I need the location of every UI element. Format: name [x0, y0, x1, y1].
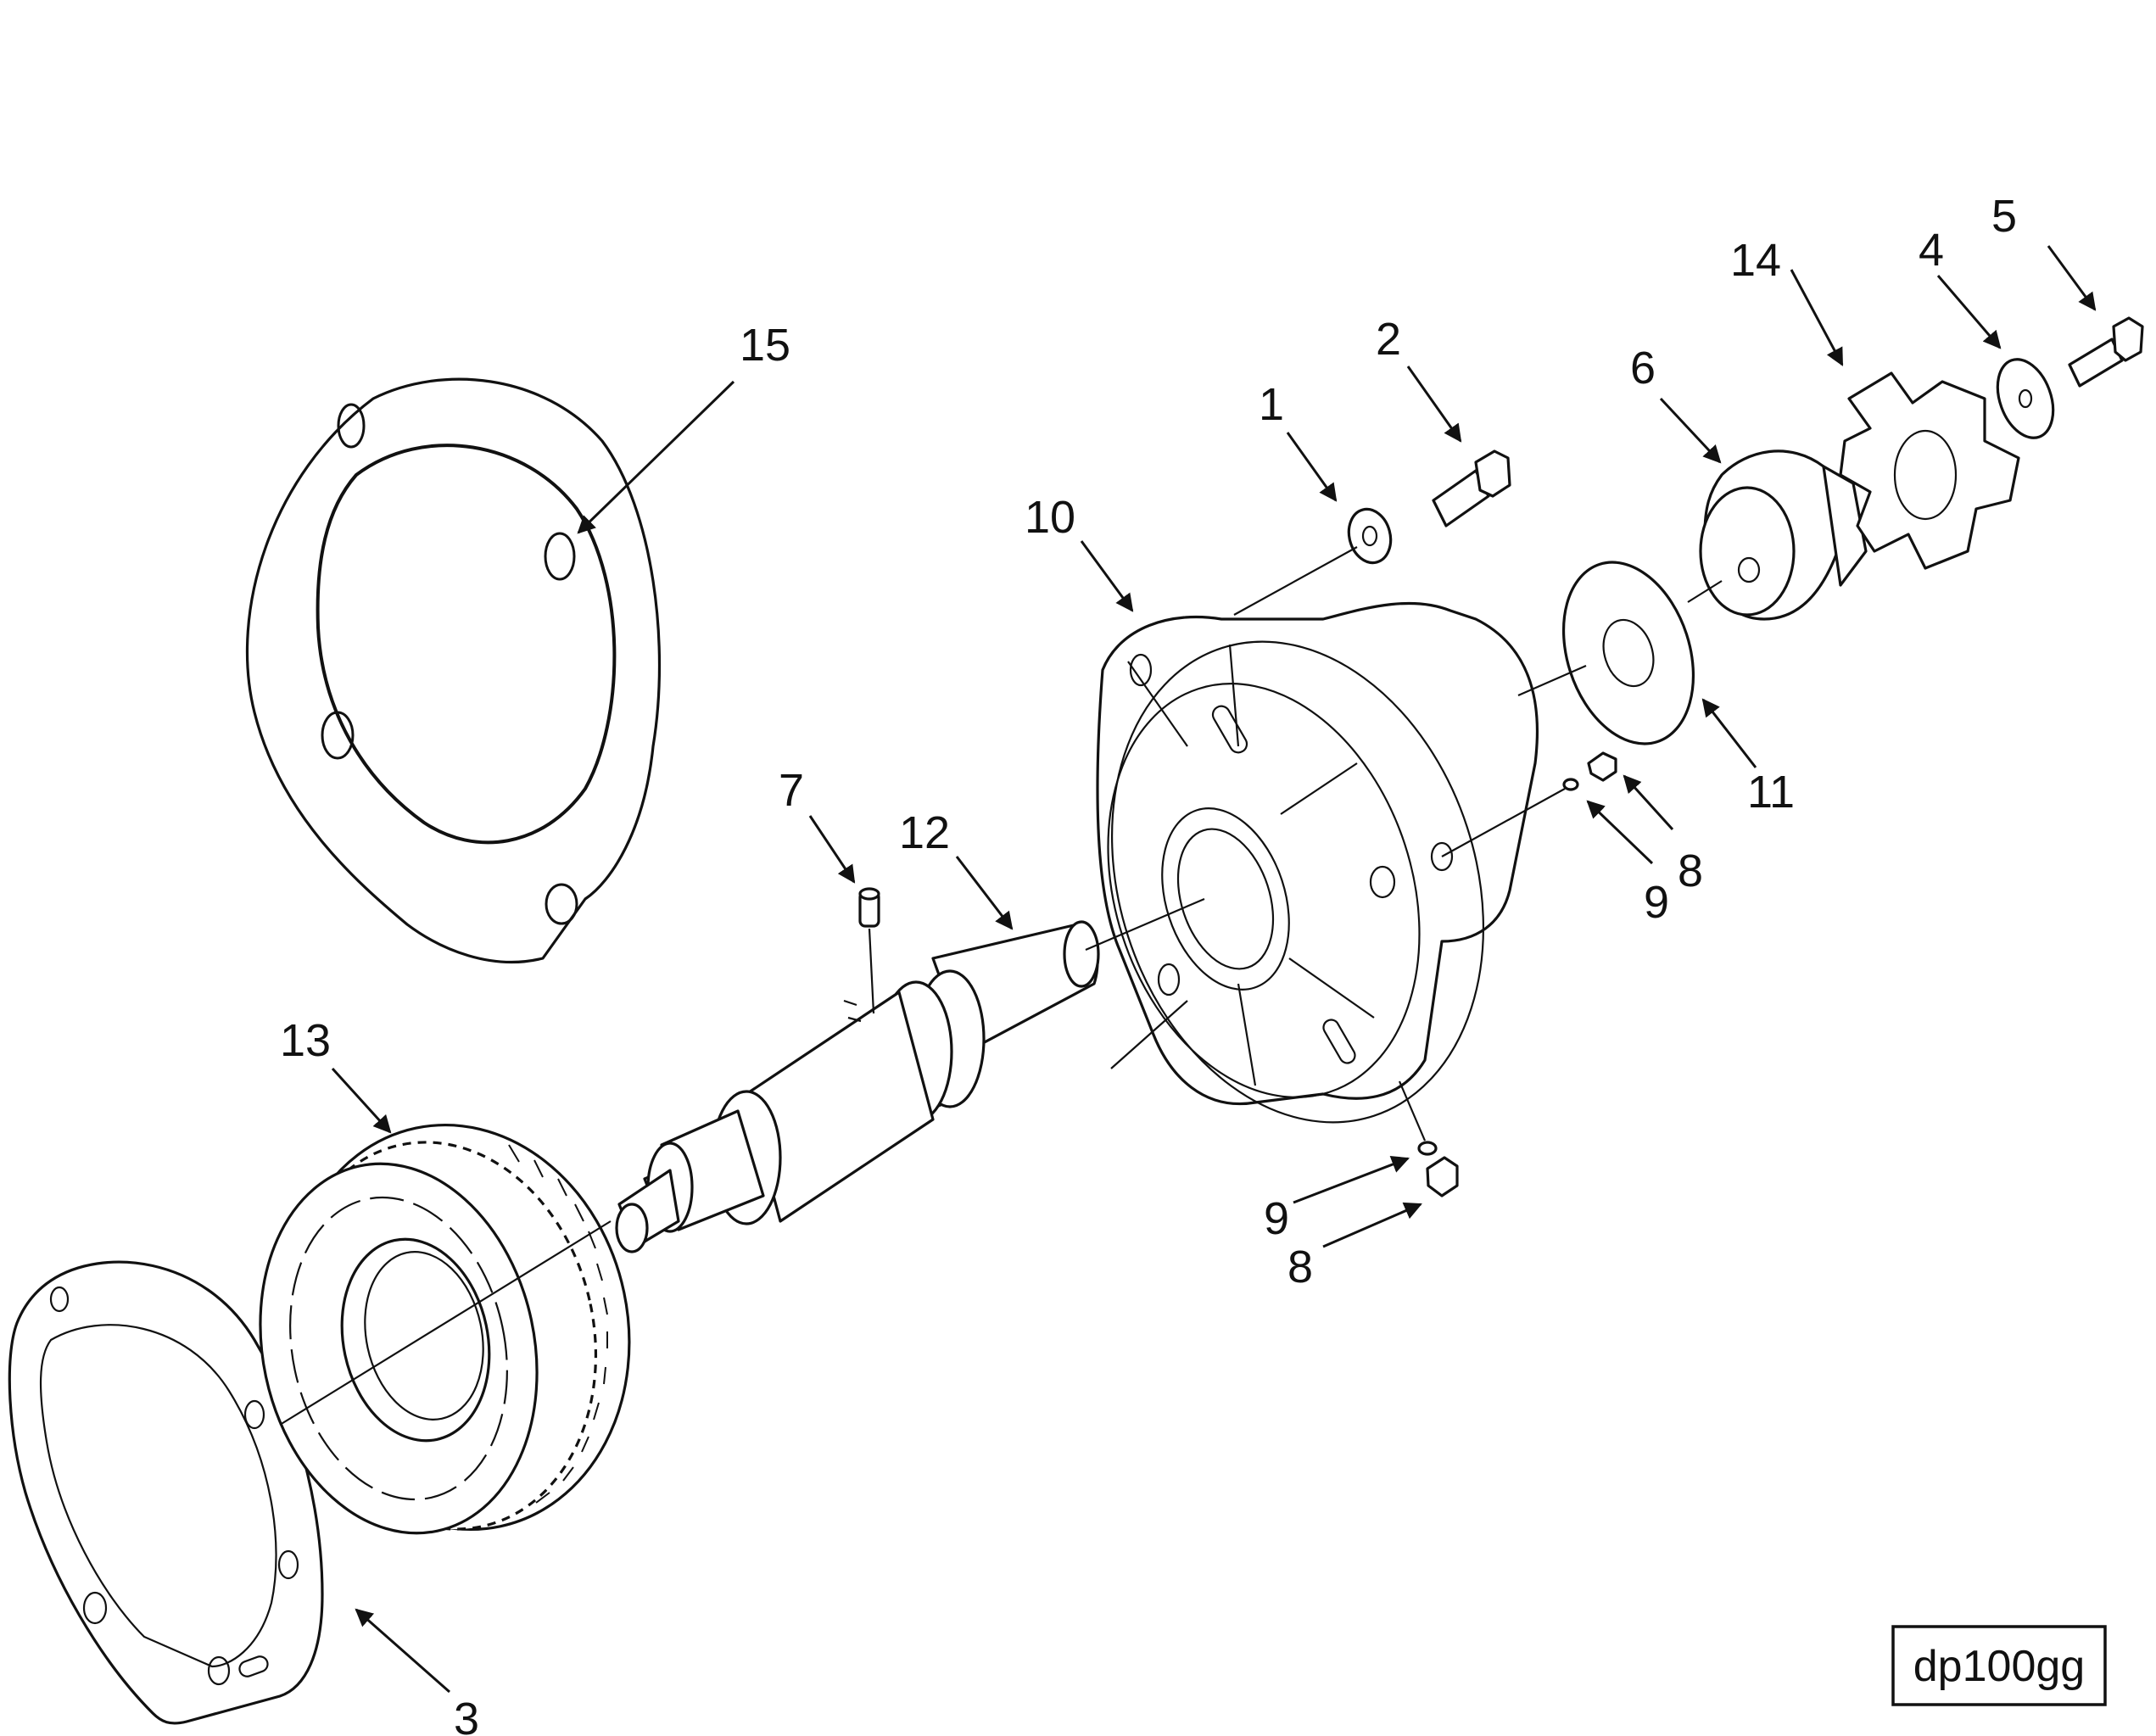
part-15-gasket: [245, 377, 662, 964]
callout-1: 1: [1259, 379, 1284, 430]
callout-3: 3: [454, 1694, 479, 1736]
callout-4: 4: [1919, 225, 1944, 276]
part-3-gasket: [8, 1260, 324, 1725]
callout-2: 2: [1376, 314, 1401, 365]
figure-code-box: dp100gg: [1891, 1625, 2107, 1706]
part-14-coupling: [1839, 371, 2020, 570]
part-12-shaft: [615, 920, 1100, 1253]
part-10-housing: [1096, 601, 1539, 1124]
callout-8-upper: 8: [1678, 846, 1703, 896]
callout-11: 11: [1747, 767, 1795, 818]
leader-arrows: [331, 245, 2097, 1694]
callout-10: 10: [1025, 492, 1075, 543]
part-9-oring-upper: [1562, 778, 1579, 791]
part-13-gear: [259, 1123, 631, 1535]
part-5-bolt: [2068, 316, 2144, 388]
callout-6: 6: [1630, 343, 1656, 394]
part-4-washer: [1996, 358, 2055, 439]
callout-13: 13: [280, 1015, 331, 1066]
callout-5: 5: [1991, 191, 2017, 242]
part-6-hub: [1699, 449, 1868, 621]
part-2-bolt: [1432, 449, 1511, 527]
callout-15: 15: [740, 320, 790, 371]
part-11-washer: [1561, 561, 1695, 745]
callout-8-lower: 8: [1287, 1242, 1313, 1292]
part-8-plug-upper: [1587, 751, 1617, 782]
callout-9-lower: 9: [1264, 1193, 1289, 1244]
part-1-washer: [1347, 507, 1393, 565]
part-9-oring-lower: [1417, 1141, 1438, 1156]
callout-9-upper: 9: [1644, 877, 1669, 928]
callout-12: 12: [899, 807, 950, 858]
figure-code: dp100gg: [1913, 1642, 2085, 1691]
callout-labels: 15 1 2 10 6 14 4 5 11 8 9 7 12 13 9 8 3: [280, 191, 2017, 1736]
part-8-plug-lower: [1426, 1156, 1459, 1197]
assembly-axis-lines: [279, 546, 1723, 1426]
callout-14: 14: [1730, 235, 1781, 286]
callout-7: 7: [779, 765, 804, 816]
part-7-pin: [858, 887, 880, 928]
